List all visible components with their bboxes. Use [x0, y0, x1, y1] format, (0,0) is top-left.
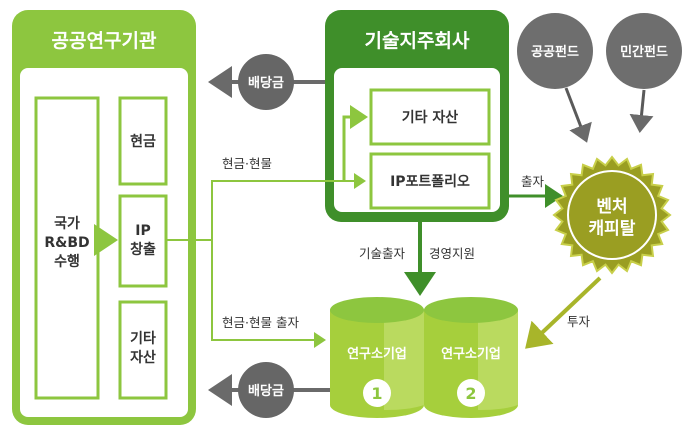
dividend-top-label: 배당금 [248, 75, 284, 91]
spinoff-company-1: 연구소기업 1 [330, 297, 424, 418]
national-rnd-line1: 국가 [54, 216, 80, 232]
ip-creation-line1: IP [135, 223, 150, 239]
ip-creation-line2: 창출 [130, 241, 156, 258]
cash-label: 현금 [130, 134, 156, 150]
public-fund-arrow [564, 87, 592, 143]
invest-to-vc-label: 출자 [521, 174, 545, 189]
ip-creation-box: IP 창출 [118, 194, 168, 288]
ip-portfolio-label: IP포트폴리오 [390, 174, 470, 190]
dividend-bottom-label: 배당금 [248, 383, 284, 399]
cash-inkind-arrow [211, 173, 366, 240]
private-fund-badge: 민간펀드 [606, 13, 682, 89]
venture-capital-badge: 벤처 캐피탈 [552, 155, 672, 275]
vc-line1: 벤처 [596, 197, 627, 217]
tech-holding-title: 기술지주회사 [365, 30, 470, 52]
public-fund-label: 공공펀드 [531, 44, 579, 60]
cash-inkind-invest-arrow [211, 240, 326, 348]
tech-other-assets-label: 기타 자산 [402, 109, 459, 126]
spinoff-2-number: 2 [465, 384, 476, 403]
public-institute-title: 공공연구기관 [52, 30, 157, 52]
other-assets-box: 기타 자산 [118, 300, 168, 400]
cash-inkind-label: 현금·현물 [222, 156, 272, 171]
spinoff-1-number: 1 [371, 384, 382, 403]
vc-invest-arrow [525, 276, 602, 349]
vc-invest-label: 투자 [567, 314, 591, 329]
public-fund-badge: 공공펀드 [517, 13, 593, 89]
national-rnd-line2: R&BD [44, 235, 89, 251]
cash-box: 현금 [118, 96, 168, 186]
other-assets-line1: 기타 [130, 331, 156, 347]
other-assets-line2: 자산 [130, 349, 156, 366]
national-rnd-line3: 수행 [54, 254, 80, 270]
cash-inkind-invest-label: 현금·현물 출자 [222, 315, 299, 330]
spinoff-2-label: 연구소기업 [441, 347, 501, 362]
spinoff-company-2: 연구소기업 2 [424, 297, 518, 418]
vc-line2: 캐피탈 [589, 218, 636, 239]
tech-invest-label: 기술출자 [359, 246, 406, 261]
mgmt-support-label: 경영지원 [429, 246, 475, 261]
dividend-top-badge: 배당금 [238, 54, 294, 110]
spinoff-1-label: 연구소기업 [347, 347, 407, 362]
inner-arrow-other-assets [342, 105, 368, 181]
private-fund-label: 민간펀드 [620, 44, 668, 60]
private-fund-arrow [629, 89, 654, 133]
national-rnd-box: 국가 R&BD 수행 [34, 96, 100, 400]
dividend-bottom-badge: 배당금 [238, 362, 294, 418]
ip-portfolio-box: IP포트폴리오 [369, 152, 491, 210]
tech-other-assets-box: 기타 자산 [369, 88, 491, 146]
